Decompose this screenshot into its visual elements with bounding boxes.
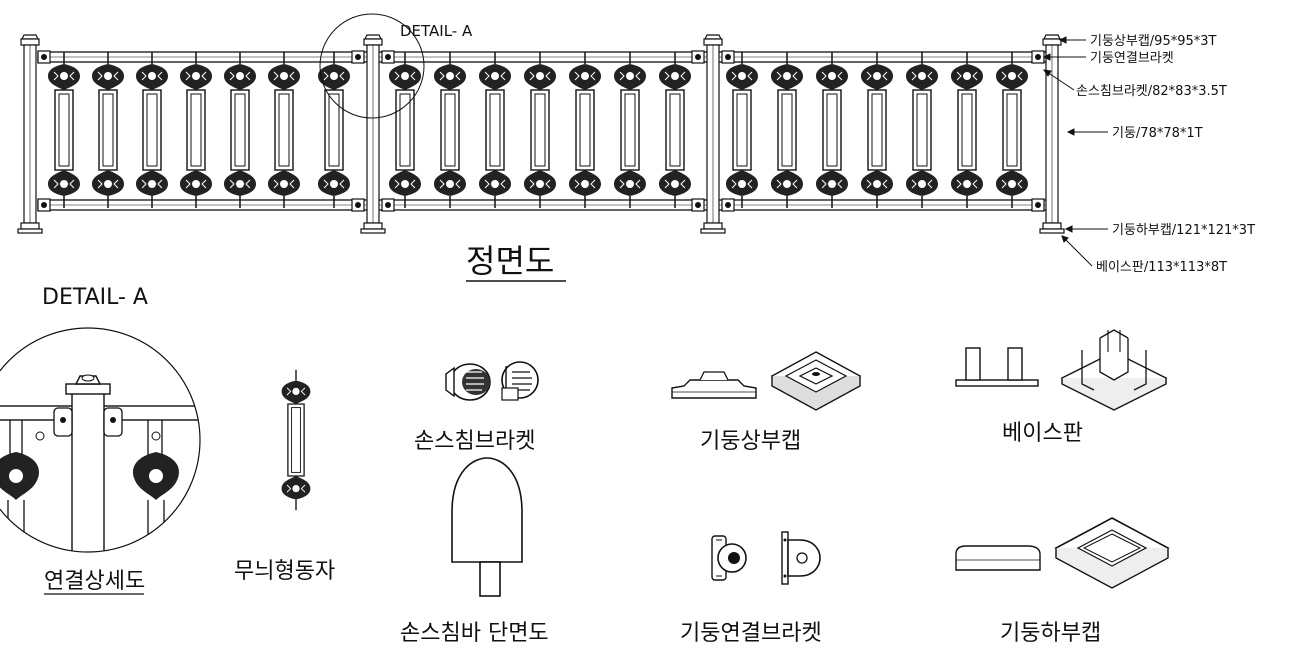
detail-a: DETAIL- A 연결상세도 [0, 285, 201, 595]
part-rail-bracket: 손스침브라켓 [414, 361, 539, 454]
callouts [1042, 36, 1108, 267]
part-handrail-section: 손스침바 단면도 [400, 457, 549, 646]
part-rail-bracket-label: 손스침브라켓 [414, 429, 535, 454]
part-bottom-cap-label: 기둥하부캡 [1000, 621, 1101, 646]
front-elevation: DETAIL- A 정면도 기둥상부캡/95*95*3T 기둥연결브라켓 손스침… [17, 13, 1255, 282]
detail-ref-label: DETAIL- A [400, 22, 473, 40]
detail-circle [319, 13, 425, 119]
part-base-plate-label: 베이스판 [1002, 421, 1083, 446]
part-handrail-section-label: 손스침바 단면도 [400, 621, 549, 646]
detail-caption: 연결상세도 [44, 569, 145, 594]
part-post-bracket-label: 기둥연결브라켓 [680, 621, 822, 646]
callout-post-bracket: 기둥연결브라켓 [1090, 51, 1174, 66]
part-baluster: 무늬형동자 [234, 369, 335, 584]
part-top-cap-label: 기둥상부캡 [700, 429, 801, 454]
part-base-plate: 베이스판 [955, 329, 1168, 446]
detail-title: DETAIL- A [42, 285, 148, 310]
callout-top-cap: 기둥상부캡/95*95*3T [1090, 34, 1217, 49]
part-baluster-label: 무늬형동자 [234, 559, 335, 584]
part-post-bracket: 기둥연결브라켓 [680, 531, 822, 646]
part-bottom-cap: 기둥하부캡 [955, 517, 1170, 646]
callout-rail-bracket: 손스침브라켓/82*83*3.5T [1076, 84, 1227, 99]
front-view-title: 정면도 [466, 242, 554, 280]
callout-base-plate: 베이스판/113*113*8T [1096, 260, 1227, 275]
callout-post: 기둥/78*78*1T [1112, 126, 1203, 141]
callout-bottom-cap: 기둥하부캡/121*121*3T [1112, 223, 1255, 238]
baluster-row [47, 51, 1029, 209]
part-top-cap: 기둥상부캡 [671, 351, 862, 454]
